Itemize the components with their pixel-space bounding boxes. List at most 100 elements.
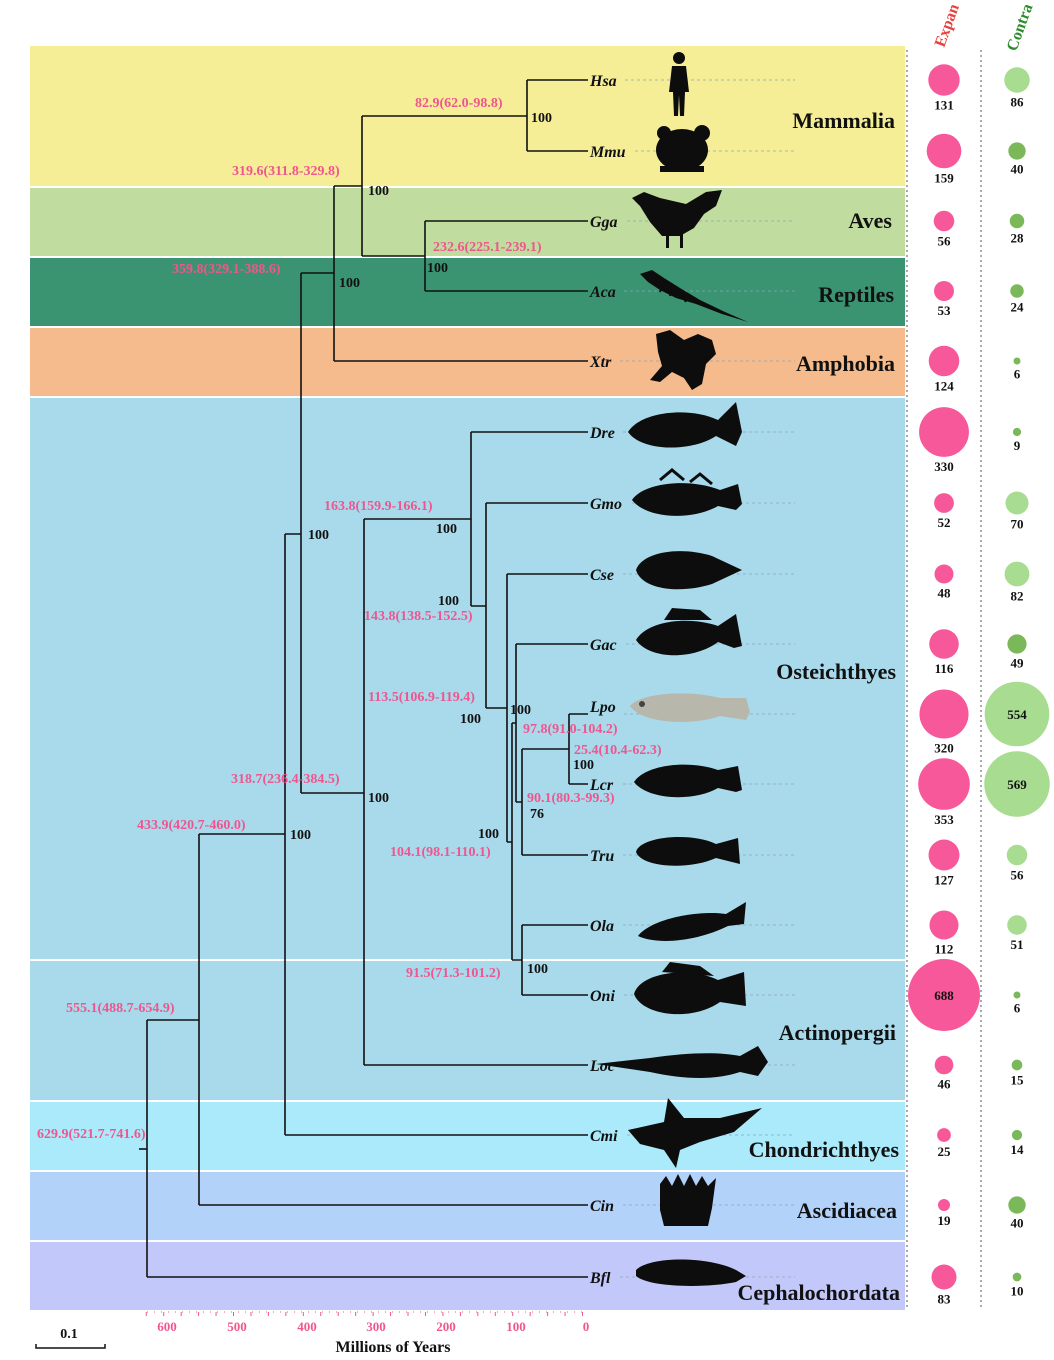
- contraction-count: 40: [1011, 162, 1024, 177]
- expansion-count: 112: [935, 942, 954, 957]
- bootstrap-value: 100: [339, 276, 360, 291]
- contraction-bubble: [1009, 213, 1025, 229]
- clade-bands: [30, 46, 905, 1310]
- clade-labels: Mammalia Aves Reptiles Amphobia Osteicht…: [737, 108, 900, 1305]
- contraction-count: 70: [1011, 516, 1024, 531]
- clade-label: Actinopergii: [779, 1020, 896, 1045]
- tip-label: Lcr: [589, 777, 614, 794]
- expansion-bubble: [933, 210, 955, 232]
- band-actinopterygii: [30, 961, 905, 1100]
- contraction-bubble: [1010, 284, 1024, 298]
- expansion-bubble: [934, 493, 954, 513]
- clade-label: Aves: [848, 208, 892, 233]
- band-osteichthyes: [30, 398, 905, 959]
- expansion-bubble: [934, 564, 954, 584]
- frog-icon: [650, 330, 716, 390]
- expansion-count: 353: [934, 812, 954, 827]
- axis-tick-label: 200: [436, 1319, 456, 1334]
- node-date: 232.6(225.1-239.1): [433, 240, 542, 255]
- contraction-count: 51: [1011, 937, 1024, 952]
- node-date: 25.4(10.4-62.3): [574, 743, 662, 758]
- clade-label: Chondrichthyes: [749, 1137, 900, 1162]
- contraction-bubble: [1011, 1059, 1023, 1071]
- tip-label: Gac: [590, 637, 617, 654]
- mouse-icon: [656, 125, 710, 172]
- node-date: 97.8(91.0-104.2): [523, 722, 618, 737]
- contraction-bubble: [1006, 844, 1028, 866]
- expansion-count: 688: [934, 988, 954, 1003]
- node-date: 359.8(329.1-388.6): [172, 262, 281, 277]
- clade-label: Amphobia: [796, 351, 895, 376]
- contraction-count: 9: [1014, 438, 1021, 453]
- expansion-bubble: [937, 1128, 951, 1142]
- expansion-count: 52: [938, 515, 951, 530]
- bootstrap-value: 100: [460, 712, 481, 727]
- contraction-bubble: [1004, 67, 1030, 93]
- bootstrap-value: 100: [290, 828, 311, 843]
- pufferfish-icon: [636, 837, 740, 866]
- node-date: 91.5(71.3-101.2): [406, 966, 501, 981]
- axis-tick-label: 100: [506, 1319, 526, 1334]
- fish-photo-icon: [630, 693, 750, 722]
- contraction-count: 82: [1011, 588, 1024, 603]
- tip-label: Mmu: [589, 144, 626, 161]
- bootstrap-value: 100: [368, 184, 389, 199]
- contraction-bubble: [1007, 634, 1027, 654]
- expansion-count: 124: [934, 378, 954, 393]
- expansion-count: 159: [934, 170, 954, 185]
- band-ascidiacea: [30, 1172, 905, 1240]
- branch: [300, 272, 364, 794]
- contraction-bubble: [1004, 561, 1030, 587]
- bootstrap-value: 100: [438, 594, 459, 609]
- expansion-bubble: [926, 133, 962, 169]
- tip-label: Cmi: [590, 1128, 618, 1145]
- axis-tick-label: 0: [583, 1319, 590, 1334]
- contraction-header: Contra: [1004, 2, 1037, 54]
- fish-icon: [632, 468, 742, 516]
- expansion-count: 320: [934, 741, 954, 756]
- contraction-count: 14: [1011, 1142, 1025, 1157]
- expansion-count: 46: [938, 1076, 952, 1091]
- axis-title: Millions of Years: [336, 1339, 451, 1356]
- clade-label: Reptiles: [818, 282, 894, 307]
- expansion-count: 83: [938, 1292, 952, 1307]
- axis-tick-label: 300: [366, 1319, 386, 1334]
- expansion-bubble: [938, 1199, 950, 1211]
- band-reptiles: [30, 258, 905, 326]
- node-date: 113.5(106.9-119.4): [368, 690, 475, 705]
- contraction-count: 554: [1007, 707, 1027, 722]
- bootstrap-value: 76: [530, 807, 544, 822]
- tip-label: Loc: [589, 1058, 615, 1075]
- chicken-icon: [632, 190, 722, 248]
- node-date: 555.1(488.7-654.9): [66, 1001, 175, 1016]
- tip-labels: Hsa Mmu Gga Aca Xtr Dre Gmo Cse Gac Lpo …: [589, 73, 626, 1287]
- tilapia-icon: [634, 962, 746, 1015]
- node-date: 318.7(236.4-384.5): [231, 772, 340, 787]
- node-date: 433.9(420.7-460.0): [137, 818, 246, 833]
- clade-label: Ascidiacea: [797, 1198, 897, 1223]
- expansion-bubble: [929, 629, 959, 659]
- contraction-bubble: [1007, 915, 1027, 935]
- tip-label: Cin: [590, 1198, 614, 1215]
- node-date: 629.9(521.7-741.6): [37, 1127, 146, 1142]
- node-date-labels: 82.9(62.0-98.8) 319.6(311.8-329.8) 232.6…: [37, 96, 662, 1142]
- tip-label: Ola: [590, 918, 614, 935]
- contraction-bubble: [984, 751, 1050, 817]
- contraction-bubble: [1008, 142, 1026, 160]
- tip-label: Tru: [590, 848, 614, 865]
- band-cephalochordata: [30, 1242, 905, 1310]
- expansion-bubble: [934, 1055, 954, 1075]
- tip-label: Hsa: [589, 73, 617, 90]
- band-aves: [30, 188, 905, 256]
- contraction-count: 10: [1011, 1283, 1024, 1298]
- expansion-header: Expan: [932, 2, 963, 50]
- contraction-count: 15: [1011, 1072, 1025, 1087]
- human-icon: [669, 52, 689, 116]
- tip-label: Gmo: [590, 496, 622, 513]
- bootstrap-labels: 100 100 100 100 100 100 100 100 100 100 …: [290, 111, 594, 977]
- bootstrap-value: 100: [510, 703, 531, 718]
- tip-label: Aca: [589, 284, 616, 301]
- node-date: 104.1(98.1-110.1): [390, 845, 491, 860]
- contraction-count: 40: [1011, 1216, 1024, 1231]
